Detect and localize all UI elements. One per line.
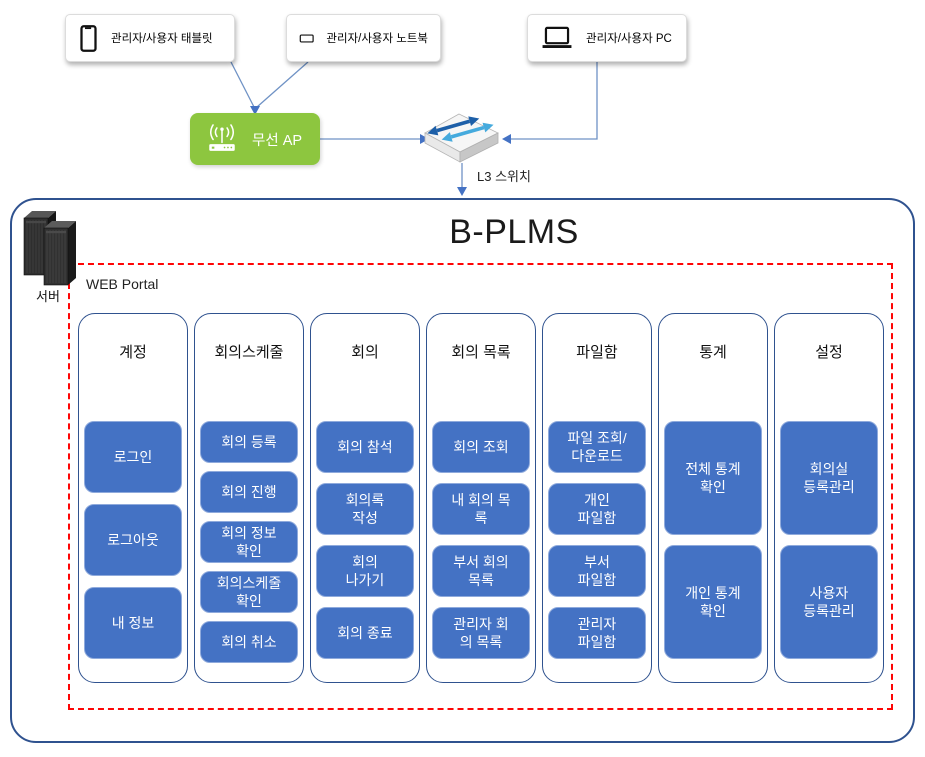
l3-switch-label: L3 스위치 — [477, 169, 531, 184]
l3-switch-icon — [424, 113, 499, 163]
device-box-laptop: 관리자/사용자 노트북 — [286, 14, 441, 62]
wireless-ap-box: 무선 AP — [190, 113, 320, 165]
wifi-ap-icon — [209, 124, 235, 151]
button-group: 회의 등록 회의 진행 회의 정보 확인 회의스케줄 확인 회의 취소 — [200, 421, 298, 663]
column-meeting-schedule: 회의스케줄 회의 등록 회의 진행 회의 정보 확인 회의스케줄 확인 회의 취… — [194, 313, 304, 683]
device-label: 관리자/사용자 PC — [586, 33, 672, 45]
web-portal-frame — [68, 263, 893, 710]
column-header: 파일함 — [576, 344, 618, 361]
button-group: 회의 조회 내 회의 목 록 부서 회의 목록 관리자 회 의 목록 — [432, 421, 530, 659]
feature-button-meeting-leave: 회의 나가기 — [316, 545, 414, 597]
wireless-ap-label: 무선 AP — [252, 132, 303, 149]
laptop-icon — [299, 33, 314, 43]
feature-button-dept-filebox: 부서 파일함 — [548, 545, 646, 597]
feature-button-my-info: 내 정보 — [84, 587, 182, 659]
column-meeting: 회의 회의 참석 회의록 작성 회의 나가기 회의 종료 — [310, 313, 420, 683]
device-box-pc: 관리자/사용자 PC — [527, 14, 687, 62]
feature-button-personal-filebox: 개인 파일함 — [548, 483, 646, 535]
server-rack-icon — [23, 211, 76, 286]
feature-button-file-search-download: 파일 조회/ 다운로드 — [548, 421, 646, 473]
feature-button-meeting-info-check: 회의 정보 확인 — [200, 521, 298, 563]
device-label: 관리자/사용자 노트북 — [326, 33, 428, 45]
column-header: 회의 — [351, 344, 379, 361]
bplms-title: B-PLMS — [449, 213, 579, 251]
column-file-box: 파일함 파일 조회/ 다운로드 개인 파일함 부서 파일함 관리자 파일함 — [542, 313, 652, 683]
pc-icon — [542, 26, 572, 48]
column-header: 설정 — [815, 344, 843, 361]
feature-button-meeting-progress: 회의 진행 — [200, 471, 298, 513]
feature-button-personal-stats: 개인 통계 확인 — [664, 545, 762, 659]
feature-button-meeting-attend: 회의 참석 — [316, 421, 414, 473]
button-group: 전체 통계 확인 개인 통계 확인 — [664, 421, 762, 659]
button-group: 회의실 등록관리 사용자 등록관리 — [780, 421, 878, 659]
feature-button-meeting-cancel: 회의 취소 — [200, 621, 298, 663]
feature-button-meeting-register: 회의 등록 — [200, 421, 298, 463]
feature-columns: 계정 로그인 로그아웃 내 정보 회의스케줄 회의 등록 회의 진행 회의 정보… — [78, 313, 884, 683]
feature-button-admin-meeting-list: 관리자 회 의 목록 — [432, 607, 530, 659]
feature-button-admin-filebox: 관리자 파일함 — [548, 607, 646, 659]
device-label: 관리자/사용자 태블릿 — [111, 33, 213, 45]
column-header: 계정 — [119, 344, 147, 361]
feature-button-meeting-end: 회의 종료 — [316, 607, 414, 659]
web-portal-label: WEB Portal — [86, 276, 159, 292]
feature-button-logout: 로그아웃 — [84, 504, 182, 576]
feature-button-meeting-room-manage: 회의실 등록관리 — [780, 421, 878, 535]
feature-button-minutes-write: 회의록 작성 — [316, 483, 414, 535]
feature-button-my-meeting-list: 내 회의 목 록 — [432, 483, 530, 535]
column-settings: 설정 회의실 등록관리 사용자 등록관리 — [774, 313, 884, 683]
button-group: 회의 참석 회의록 작성 회의 나가기 회의 종료 — [316, 421, 414, 659]
feature-button-schedule-check: 회의스케줄 확인 — [200, 571, 298, 613]
button-group: 파일 조회/ 다운로드 개인 파일함 부서 파일함 관리자 파일함 — [548, 421, 646, 659]
feature-button-user-manage: 사용자 등록관리 — [780, 545, 878, 659]
column-meeting-list: 회의 목록 회의 조회 내 회의 목 록 부서 회의 목록 관리자 회 의 목록 — [426, 313, 536, 683]
feature-button-login: 로그인 — [84, 421, 182, 493]
button-group: 로그인 로그아웃 내 정보 — [84, 421, 182, 659]
server-label: 서버 — [36, 289, 60, 304]
feature-button-total-stats: 전체 통계 확인 — [664, 421, 762, 535]
column-header: 회의스케줄 — [214, 344, 284, 361]
column-statistics: 통계 전체 통계 확인 개인 통계 확인 — [658, 313, 768, 683]
column-header: 통계 — [699, 344, 727, 361]
tablet-icon — [80, 24, 97, 52]
feature-button-meeting-search: 회의 조회 — [432, 421, 530, 473]
feature-button-dept-meeting-list: 부서 회의 목록 — [432, 545, 530, 597]
device-box-tablet: 관리자/사용자 태블릿 — [65, 14, 235, 62]
column-account: 계정 로그인 로그아웃 내 정보 — [78, 313, 188, 683]
column-header: 회의 목록 — [451, 344, 511, 361]
